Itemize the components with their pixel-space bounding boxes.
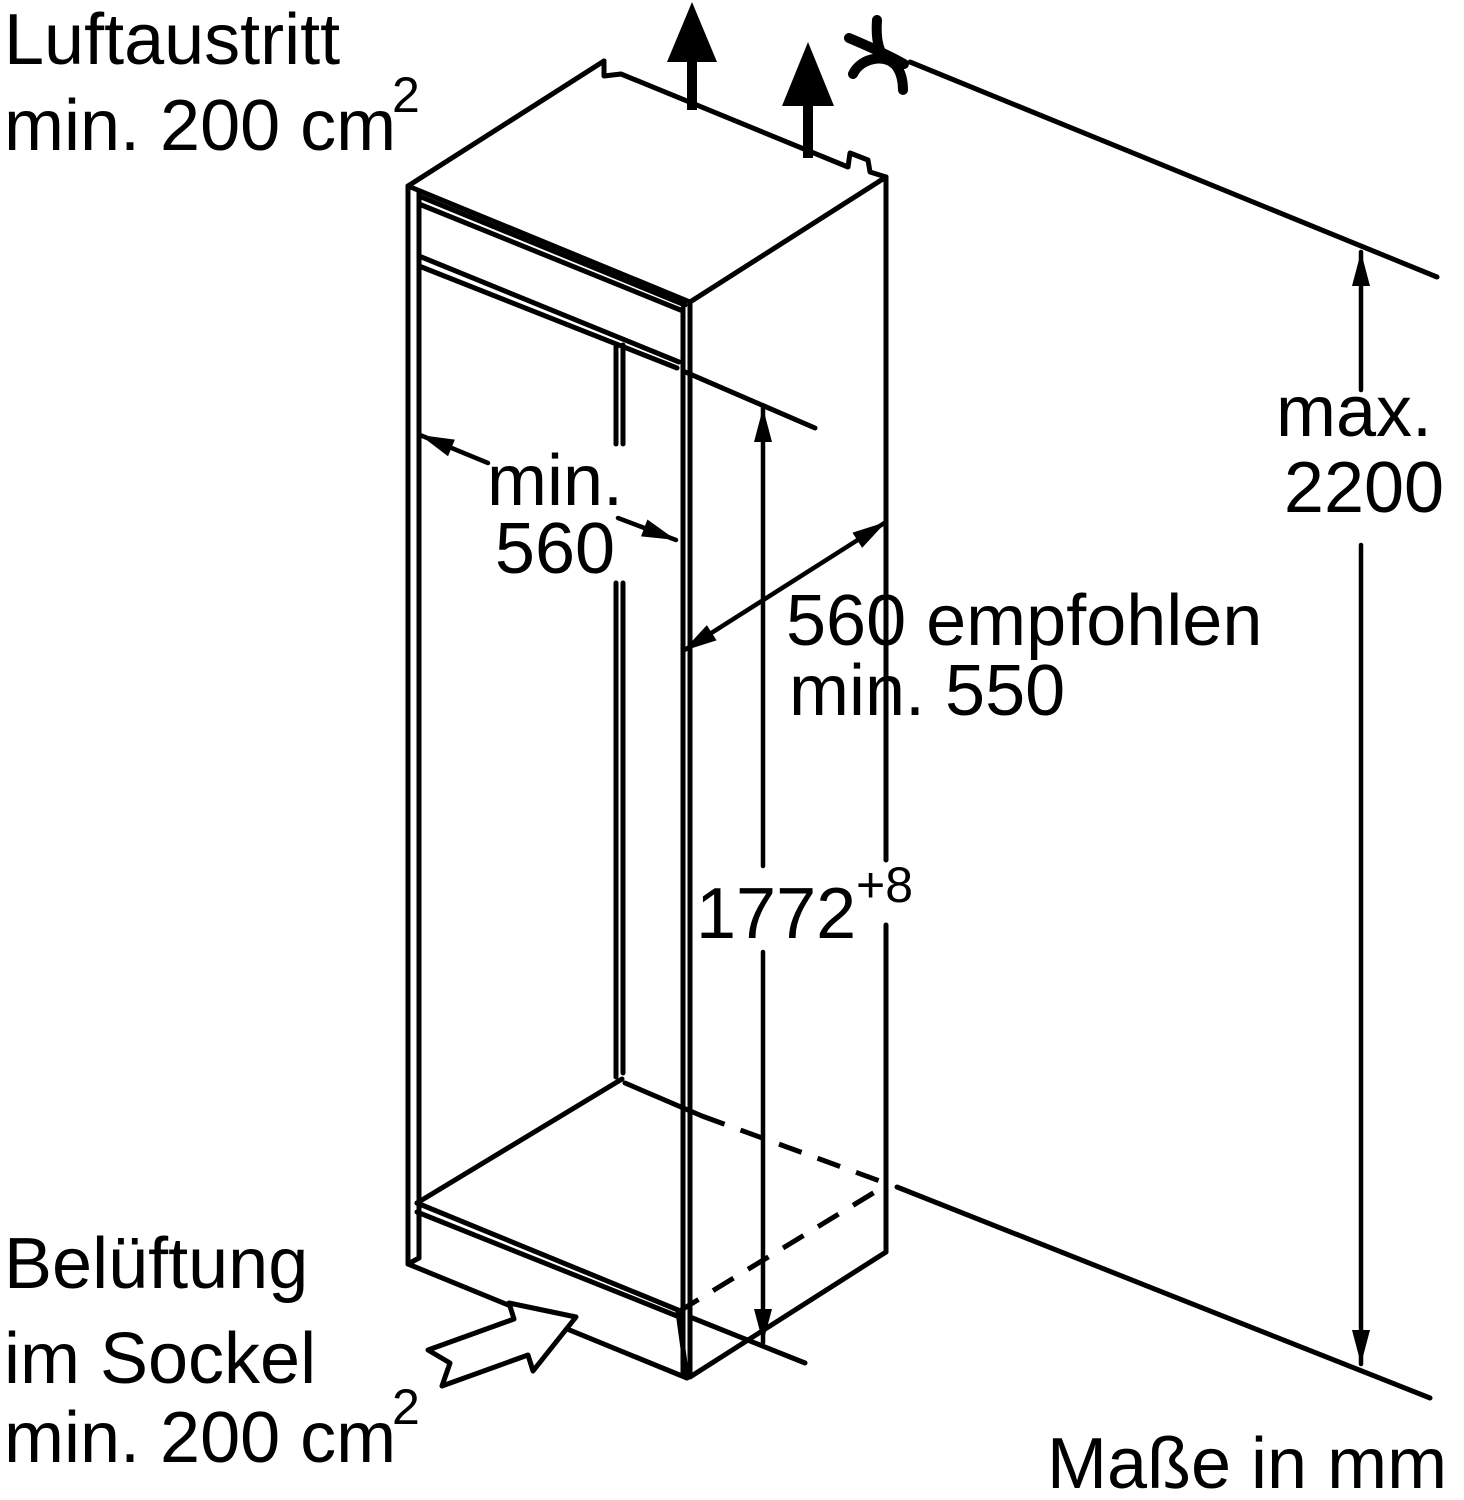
air-outlet-arrows <box>667 2 834 158</box>
top-left-edge <box>405 58 607 189</box>
dim-niche-depth: 560 empfohlen min. 550 <box>680 519 1282 731</box>
top-back-edge-with-vent-slot <box>601 58 889 180</box>
dim-niche-height-bottom-extension <box>687 1314 808 1366</box>
top-rail-lower-edge-b <box>416 201 686 314</box>
floor-back-corner-start <box>622 1080 705 1119</box>
label-niche-height: 1772 +8 <box>696 857 913 954</box>
label-base-vent: Belüftung im Sockel min. 200 cm 2 <box>4 1224 420 1478</box>
break-mark-cross <box>844 33 909 69</box>
hidden-edges <box>676 1113 890 1315</box>
floor-back-left-edge <box>414 1076 625 1206</box>
top-rail-lower-edge-a <box>416 193 688 308</box>
floor-front-edge-b <box>414 1209 680 1319</box>
dim-niche-width: min. 560 <box>417 432 679 589</box>
ceiling-front-edge-a <box>416 253 682 365</box>
top-front-edge <box>405 183 693 305</box>
base-vent-arrow-icon <box>425 1300 579 1389</box>
hidden-right-wall-bottom-edge <box>676 1181 890 1315</box>
ceiling-front-edge-b <box>416 263 680 371</box>
dim-niche-height-top-extension <box>680 368 818 431</box>
top-extension-line-right <box>907 59 1440 280</box>
floor-baseline-right <box>894 1184 1433 1401</box>
plinth-right-cap <box>675 1309 690 1381</box>
hidden-floor-back-edge <box>701 1113 889 1187</box>
label-air-outlet: Luftaustritt min. 200 cm 2 <box>4 0 420 166</box>
break-mark-icon <box>844 15 909 95</box>
air-arrow-right-icon <box>782 42 834 106</box>
top-right-edge <box>687 174 889 305</box>
right-wall-bottom-edge <box>687 1249 889 1380</box>
break-mark-arc <box>848 53 908 95</box>
label-niche-depth: 560 empfohlen min. 550 <box>786 581 1282 731</box>
label-niche-width: min. 560 <box>487 441 643 589</box>
dim-niche-depth-line <box>680 519 889 654</box>
label-total-height: max. 2200 <box>1276 372 1452 528</box>
dim-total-height: max. 2200 <box>1276 249 1452 1367</box>
air-arrow-left-icon <box>667 2 717 62</box>
base-vent-arrow <box>425 1300 579 1389</box>
label-units-note: Maße in mm <box>1047 1424 1447 1500</box>
dim-niche-height: 1772 +8 <box>680 368 913 1366</box>
dim-niche-width-arrow-left <box>417 432 491 466</box>
floor-front-edge-a <box>414 1200 681 1313</box>
niche-outline <box>405 58 1440 1401</box>
dim-niche-width-arrow-right <box>615 515 679 543</box>
